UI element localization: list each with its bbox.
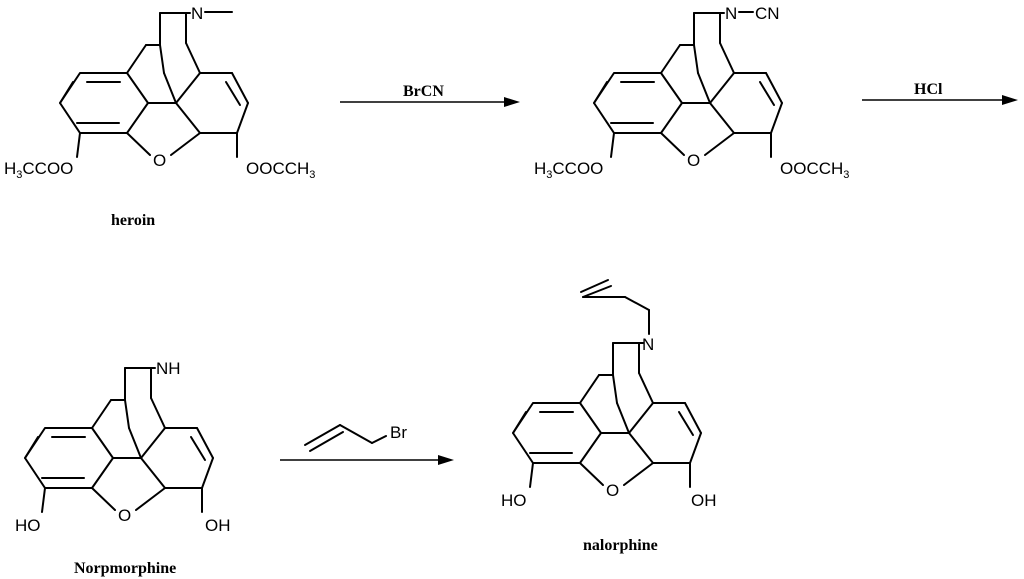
hydroxyl-group-right: OH [691,491,717,510]
amine-nitrogen: N [725,4,737,23]
reagent-hcl: HCl [914,81,943,98]
amine-nitrogen: N [642,335,654,354]
compound-name-nalorphine: nalorphine [583,537,658,554]
compound-name-norpmorphine: Norpmorphine [74,560,176,577]
hydroxyl-group-left: HO [15,516,41,535]
cyano-group: CN [755,4,780,23]
allyl-group [580,279,650,335]
ring-oxygen: O [687,151,700,170]
compound-nalorphine: N O HO OH [501,279,717,510]
reaction-arrow-2: HCl [862,81,1018,105]
allyl-bromide-structure: Br [304,423,407,452]
acetoxy-group-right: OOCCH3 [780,159,849,181]
acetoxy-group-right: OOCCH3 [246,159,315,181]
reagent-brcn: BrCN [403,83,444,100]
compound-heroin: N O H3CCOO OOCCH3 heroin [4,0,315,229]
amine-nitrogen: N [191,4,203,23]
compound-norpmorphine: NH O HO OH [15,357,231,535]
hydroxyl-group-right: OH [205,516,231,535]
amine-nh: NH [156,359,181,378]
compound-n-cyano: N CN O H3CCOO OOCCH3 [534,0,849,181]
compound-name-heroin: heroin [111,212,155,229]
acetoxy-group-left: H3CCOO [534,159,603,181]
reaction-arrow-3: Br [280,423,454,465]
ring-oxygen: O [153,151,166,170]
ring-oxygen: O [606,481,619,500]
reaction-arrow-1: BrCN [340,83,520,107]
acetoxy-group-left: H3CCOO [4,159,73,181]
ring-oxygen: O [118,506,131,525]
hydroxyl-group-left: HO [501,491,527,510]
reagent-bromine: Br [390,423,407,442]
